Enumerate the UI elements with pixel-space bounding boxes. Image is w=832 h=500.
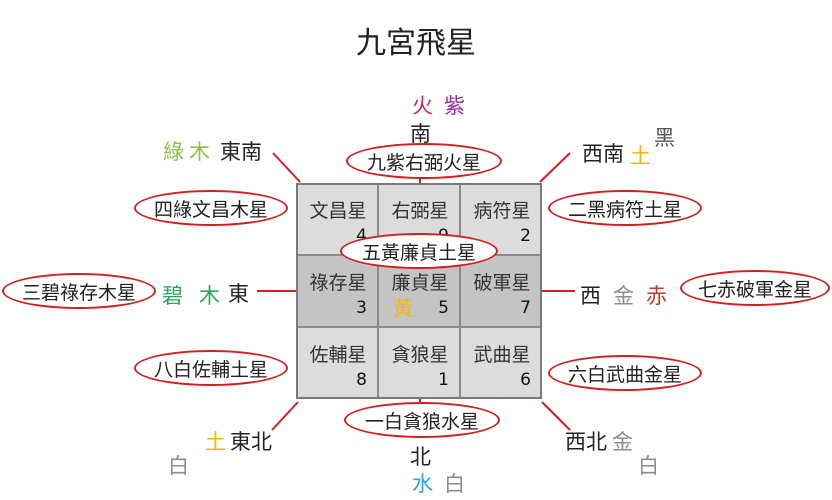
line-northeast [271, 401, 299, 431]
cell-number: 8 [356, 370, 367, 390]
cell-number: 1 [438, 370, 449, 390]
cell-number: 5 [438, 298, 449, 318]
cell-number: 3 [356, 298, 367, 318]
southwest-label: 西南 [582, 142, 624, 166]
center-element: 黃 [393, 296, 413, 320]
northeast-element-1: 土 [205, 430, 226, 454]
southeast-element-1: 綠 [163, 140, 184, 164]
east-element-1: 碧 [162, 284, 183, 308]
cell-star-name: 祿存星 [309, 272, 367, 294]
cell-number: 4 [356, 226, 367, 246]
grid-cell-east: 祿存星 3 [296, 255, 378, 327]
oval-star-4: 四綠文昌木星 [134, 190, 288, 226]
east-label: 東 [228, 282, 249, 306]
south-element-2: 紫 [444, 94, 465, 118]
cell-star-name: 佐輔星 [309, 344, 367, 366]
east-element-2: 木 [199, 284, 220, 308]
grid-cell-northwest: 武曲星 6 [460, 327, 542, 399]
line-northwest [541, 401, 571, 431]
north-element-1: 水 [412, 472, 433, 496]
cell-star-name: 廉貞星 [391, 272, 449, 294]
northwest-label: 西北 [565, 430, 607, 454]
northeast-label: 東北 [230, 430, 272, 454]
oval-star-1: 一白貪狼水星 [344, 402, 500, 438]
oval-star-3: 三碧祿存木星 [2, 273, 156, 309]
south-label: 南 [410, 122, 431, 146]
cell-star-name: 武曲星 [473, 344, 531, 366]
southwest-element-2: 黑 [654, 126, 675, 150]
northwest-element-1: 金 [612, 430, 633, 454]
oval-star-5: 五黃廉貞土星 [340, 233, 498, 269]
oval-star-8: 八白佐輔土星 [134, 350, 288, 386]
oval-star-6: 六白武曲金星 [548, 355, 702, 391]
cell-number: 2 [520, 226, 531, 246]
west-element-2: 赤 [646, 284, 667, 308]
oval-star-9: 九紫右弼火星 [346, 143, 502, 179]
cell-star-name: 破軍星 [473, 272, 531, 294]
page-title: 九宮飛星 [356, 26, 476, 61]
cell-number: 7 [520, 298, 531, 318]
west-element-1: 金 [613, 284, 634, 308]
north-label: 北 [410, 445, 431, 469]
southwest-element-1: 土 [630, 144, 651, 168]
northeast-element-2: 白 [168, 454, 189, 478]
grid-cell-northeast: 佐輔星 8 [296, 327, 378, 399]
cell-star-name: 病符星 [473, 200, 531, 222]
oval-star-2: 二黑病符土星 [548, 190, 702, 226]
cell-star-name: 右弼星 [391, 200, 449, 222]
cell-number: 6 [520, 370, 531, 390]
north-element-2: 白 [444, 472, 465, 496]
oval-star-7: 七赤破軍金星 [680, 270, 830, 306]
line-southeast [272, 152, 301, 183]
southeast-element-2: 木 [189, 140, 210, 164]
grid-cell-north: 貪狼星 1 [378, 327, 460, 399]
west-label: 西 [580, 284, 601, 308]
line-southwest [539, 152, 571, 183]
south-element-1: 火 [412, 94, 433, 118]
cell-star-name: 貪狼星 [391, 344, 449, 366]
northwest-element-2: 白 [638, 454, 659, 478]
grid-cell-west: 破軍星 7 [460, 255, 542, 327]
cell-star-name: 文昌星 [309, 200, 367, 222]
southeast-label: 東南 [220, 140, 262, 164]
